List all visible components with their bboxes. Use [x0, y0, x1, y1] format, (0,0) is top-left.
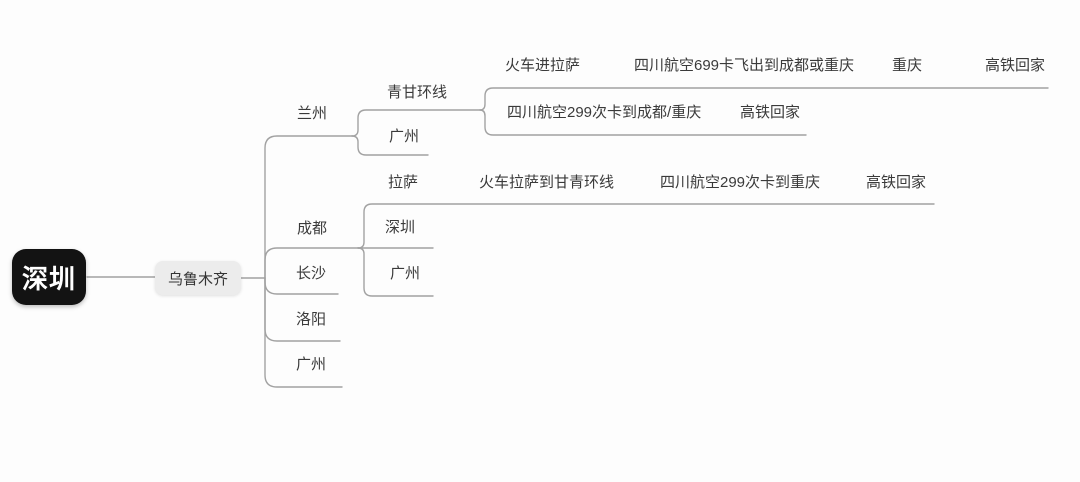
topic-train-into-lhasa[interactable]: 火车进拉萨	[505, 57, 581, 74]
topic-guangzhou-under-lanzhou[interactable]: 广州	[389, 128, 420, 145]
topic-lhasa[interactable]: 拉萨	[388, 174, 419, 191]
topic-hsr-home-1[interactable]: 高铁回家	[985, 57, 1046, 74]
topic-hsr-home-3[interactable]: 高铁回家	[866, 174, 927, 191]
topic-qinggan-loop[interactable]: 青甘环线	[387, 84, 448, 101]
topic-hsr-home-2[interactable]: 高铁回家	[740, 104, 801, 121]
topic-sichuan-air-699[interactable]: 四川航空699卡飞出到成都或重庆	[634, 57, 855, 74]
hub-topic-urumqi[interactable]: 乌鲁木齐	[155, 261, 241, 295]
topic-changsha[interactable]: 长沙	[296, 265, 327, 282]
root-topic-shenzhen[interactable]: 深圳	[12, 249, 86, 305]
topic-chongqing[interactable]: 重庆	[892, 57, 923, 74]
topic-train-lhasa-ganqing[interactable]: 火车拉萨到甘青环线	[479, 174, 615, 191]
topic-luoyang[interactable]: 洛阳	[296, 311, 327, 328]
topic-sichuan-air-299-cq[interactable]: 四川航空299次卡到重庆	[660, 174, 821, 191]
topic-sichuan-air-299-cd-cq[interactable]: 四川航空299次卡到成都/重庆	[507, 104, 702, 121]
topic-chengdu[interactable]: 成都	[297, 220, 328, 237]
topic-lanzhou[interactable]: 兰州	[297, 105, 328, 122]
topic-guangzhou-under-chengdu[interactable]: 广州	[390, 265, 421, 282]
topic-guangzhou-under-urumqi[interactable]: 广州	[296, 356, 327, 373]
topic-shenzhen-under-chengdu[interactable]: 深圳	[385, 219, 416, 236]
